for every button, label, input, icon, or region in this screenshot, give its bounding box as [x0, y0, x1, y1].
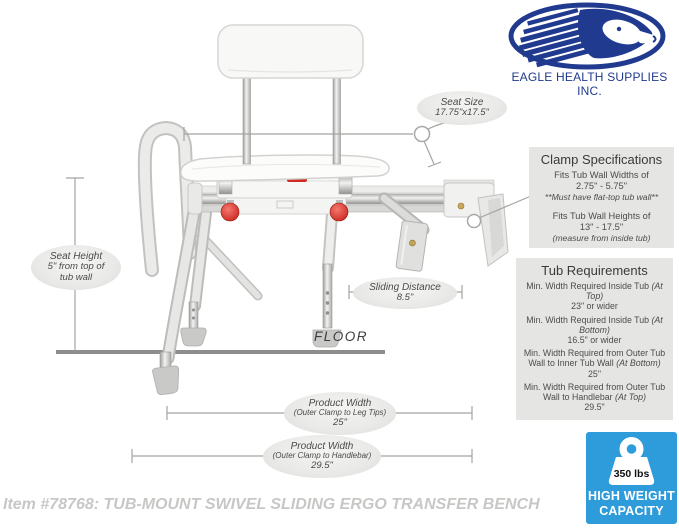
tub-requirement-item: Min. Width Required Inside Tub (At Top) … — [519, 281, 670, 312]
req-qualifier: (At Bottom) — [579, 314, 663, 335]
seat — [180, 154, 390, 182]
weight-label: 350 lbs — [613, 468, 650, 480]
req-value: 29.5" — [584, 402, 605, 413]
red-knob-right — [329, 202, 349, 222]
brand-name: EAGLE HEALTH SUPPLIES INC. — [511, 70, 668, 98]
req-label: Min. Width Required from Outer Tub Wall … — [523, 348, 666, 369]
callout-product-width-leg-tips: Product Width (Outer Clamp to Leg Tips) … — [284, 392, 396, 435]
seat-height-title: Seat Height — [49, 251, 103, 263]
req-label: Min. Width Required from Outer Tub Wall … — [523, 381, 666, 403]
clamp-specs-title: Clamp Specifications — [540, 152, 663, 167]
handlebar — [137, 120, 197, 277]
clamp-widths-note: **Must have flat-top tub wall** — [544, 192, 659, 202]
seat-size-value: 17.75"x17.5" — [435, 107, 489, 119]
tub-requirement-item: Min. Width Required Inside Tub (At Botto… — [519, 315, 670, 346]
backrest-post-left — [242, 77, 251, 165]
clamp-widths-value: 2.75" - 5.75" — [575, 181, 628, 191]
item-caption: Item #78768: TUB-MOUNT SWIVEL SLIDING ER… — [3, 496, 540, 513]
callout-seat-height: Seat Height 5" from top of tub wall — [31, 245, 121, 290]
tub-requirements-box: Tub Requirements Min. Width Required Ins… — [516, 258, 673, 421]
clamp-widths-label: Fits Tub Wall Widths of — [554, 170, 649, 180]
pw-leg-tips-value: 25" — [333, 417, 347, 429]
pw-leg-tips-subtitle: (Outer Clamp to Leg Tips) — [293, 408, 387, 418]
callout-seat-size: Seat Size 17.75"x17.5" — [417, 91, 507, 125]
badge-caption-1: HIGH WEIGHT — [588, 489, 675, 503]
clamp-anchor — [466, 213, 482, 229]
clamp-specifications-box: Clamp Specifications Fits Tub Wall Width… — [529, 147, 674, 248]
sliding-distance-title: Sliding Distance — [369, 282, 441, 294]
seat-size-anchor — [413, 125, 431, 143]
tub-requirement-item: Min. Width Required from Outer Tub Wall … — [519, 348, 670, 379]
tub-requirement-item: Min. Width Required from Outer Tub Wall … — [519, 382, 670, 413]
callout-product-width-handlebar: Product Width (Outer Clamp to Handlebar)… — [263, 435, 381, 478]
floor-label: FLOOR — [313, 329, 368, 344]
pw-leg-tips-title: Product Width — [308, 398, 372, 410]
seat-height-value-2: tub wall — [59, 272, 93, 284]
req-qualifier: (At Top) — [585, 281, 663, 302]
clamp-heights-label: Fits Tub Wall Heights of — [552, 210, 651, 221]
req-qualifier: (At Top) — [615, 392, 646, 403]
pw-handlebar-value: 29.5" — [311, 460, 333, 472]
badge-caption-2: CAPACITY — [599, 504, 664, 518]
red-knob-left — [220, 202, 240, 222]
pw-handlebar-subtitle: (Outer Clamp to Handlebar) — [272, 451, 372, 461]
weight-icon — [608, 437, 655, 485]
pw-handlebar-title: Product Width — [290, 441, 354, 453]
tub-clamp — [378, 179, 509, 272]
clamp-heights-value: 13" - 17.5" — [579, 221, 624, 232]
req-label: Min. Width Required Inside Tub — [526, 314, 650, 325]
seat-height-value-1: 5" from top of — [47, 261, 105, 273]
req-value: 16.5" or wider — [567, 335, 622, 346]
eagle-logo-icon — [508, 2, 666, 70]
backrest-post-right — [332, 77, 341, 165]
req-label: Min. Width Required Inside Tub — [526, 281, 650, 291]
callout-sliding-distance: Sliding Distance 8.5" — [353, 277, 457, 309]
backrest — [217, 24, 364, 79]
seat-size-title: Seat Size — [440, 97, 484, 109]
req-value: 23" or wider — [571, 301, 618, 312]
weight-capacity-badge: 350 lbs HIGH WEIGHT CAPACITY — [586, 432, 677, 524]
bench-legs — [152, 205, 342, 395]
sliding-distance-value: 8.5" — [396, 292, 414, 304]
tub-requirements-title: Tub Requirements — [541, 263, 648, 278]
clamp-heights-note: (measure from inside tub) — [552, 232, 651, 243]
req-qualifier: (At Bottom) — [616, 358, 661, 369]
req-value: 25" — [588, 368, 601, 379]
